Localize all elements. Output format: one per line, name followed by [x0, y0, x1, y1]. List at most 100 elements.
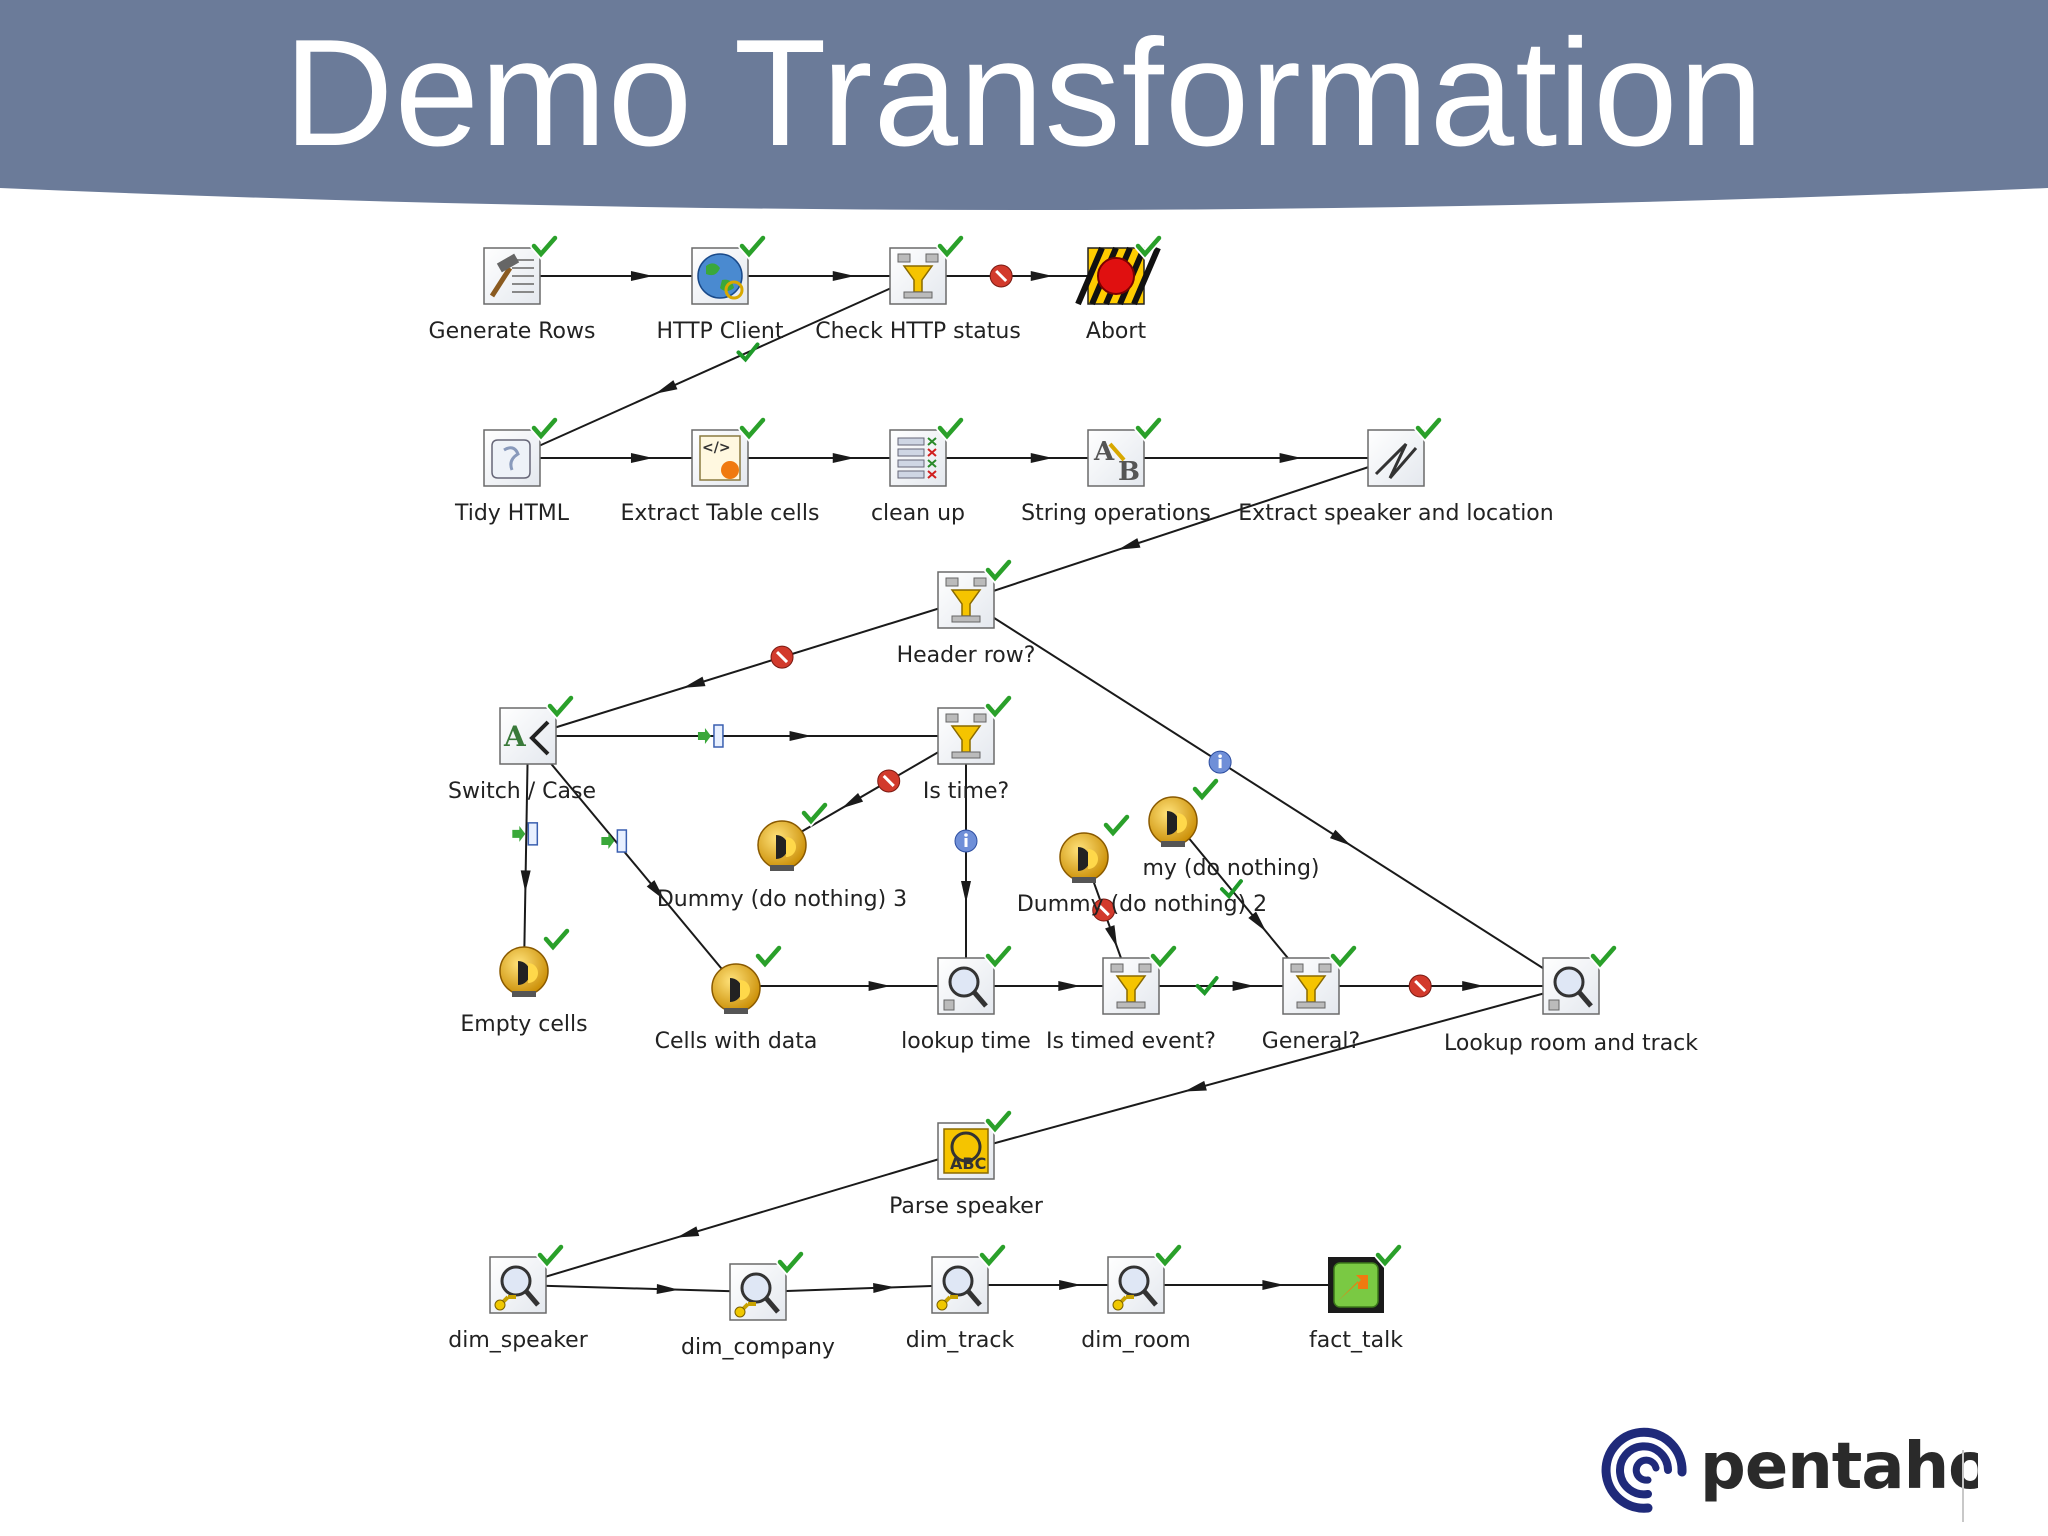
step-switch-case[interactable]: A Switch / Case	[448, 694, 596, 804]
status-ok-icon	[1374, 1243, 1403, 1270]
step-dummy-2[interactable]: Dummy (do nothing) 2	[1017, 813, 1267, 917]
dimension-lookup-icon	[489, 1256, 547, 1314]
status-ok-icon	[1589, 944, 1618, 971]
hop-string-operations-to-extract-speaker-location[interactable]	[1116, 453, 1396, 463]
step-label: dim_speaker	[448, 1328, 588, 1353]
hop-arrow	[873, 1283, 896, 1294]
hop-arrow	[630, 271, 653, 281]
hop-header-row-to-lookup-room-track[interactable]	[965, 599, 1572, 987]
hop-dim-company-to-dim-track[interactable]	[757, 1283, 961, 1294]
error-hop-icon	[770, 645, 794, 669]
step-extract-speaker-location[interactable]: Extract speaker and location	[1238, 416, 1554, 526]
hop-is-time-to-lookup-time[interactable]	[954, 736, 978, 986]
step-cells-with-data[interactable]: Cells with data	[655, 944, 818, 1054]
status-ok-icon	[1154, 1243, 1183, 1270]
pentaho-wordmark: pentaho	[1700, 1430, 1978, 1504]
step-fact-talk[interactable]: fact_talk	[1309, 1243, 1403, 1353]
hop-cells-with-data-to-lookup-time[interactable]	[736, 981, 966, 991]
hop-check-http-status-to-abort[interactable]	[918, 264, 1116, 288]
dummy-icon	[711, 963, 761, 1014]
step-label: Parse speaker	[889, 1194, 1044, 1219]
hop-generate-rows-to-http-client[interactable]	[512, 271, 720, 281]
hop-header-row-to-switch-case[interactable]	[527, 599, 967, 737]
hop-extract-speaker-location-to-header-row[interactable]	[965, 457, 1397, 601]
hop-arrow	[520, 870, 531, 893]
hop-arrow	[832, 271, 855, 281]
hop-line	[757, 1284, 961, 1293]
hop-arrow	[1118, 538, 1141, 550]
step-label: Is time?	[923, 779, 1009, 804]
status-ok-icon	[984, 1109, 1013, 1136]
hop-dim-room-to-fact-talk[interactable]	[1136, 1280, 1356, 1290]
hop-arrow	[682, 676, 706, 688]
step-lookup-time[interactable]: lookup time	[901, 944, 1031, 1054]
step-label: Generate Rows	[429, 319, 596, 344]
hop-line	[523, 735, 529, 970]
step-tidy-html[interactable]: Tidy HTML	[454, 416, 570, 526]
step-dim-company[interactable]: dim_company	[681, 1250, 835, 1360]
hop-lookup-room-track-to-parse-speaker[interactable]	[965, 985, 1572, 1152]
hop-extract-table-cells-to-clean-up[interactable]	[720, 453, 918, 463]
step-dim-track[interactable]: dim_track	[906, 1243, 1015, 1353]
hop-arrow	[1232, 981, 1255, 991]
steps-layer: Generate Rows HTTP Client Check HTTP statu…	[429, 234, 1698, 1360]
hop-check-http-status-to-tidy-html[interactable]	[511, 275, 919, 459]
step-label: Check HTTP status	[815, 319, 1021, 344]
pentaho-swirl-icon	[1601, 1427, 1687, 1513]
step-label: my (do nothing)	[1142, 856, 1319, 881]
step-label: Switch / Case	[448, 779, 596, 804]
step-label: HTTP Client	[657, 319, 784, 344]
hop-arrow	[961, 881, 971, 903]
xml-icon: </>	[691, 429, 749, 487]
hop-line	[965, 457, 1397, 601]
step-lookup-room-track[interactable]: Lookup room and track	[1444, 944, 1698, 1056]
step-check-http-status[interactable]: Check HTTP status	[815, 234, 1021, 344]
title-banner-shape	[0, 0, 2048, 210]
step-extract-table-cells[interactable]: </> Extract Table cells	[621, 416, 820, 526]
true-hop-icon	[736, 342, 760, 363]
dimension-lookup-icon	[1107, 1256, 1165, 1314]
step-empty-cells[interactable]: Empty cells	[460, 927, 588, 1037]
hop-switch-case-to-is-time[interactable]	[528, 724, 966, 748]
step-label: Abort	[1086, 319, 1147, 344]
svg-text:ABC: ABC	[950, 1154, 986, 1173]
status-ok-icon	[984, 944, 1013, 971]
hop-switch-case-to-cells-with-data[interactable]	[527, 735, 737, 987]
hop-http-client-to-check-http-status[interactable]	[720, 271, 918, 281]
step-label: fact_talk	[1309, 1328, 1403, 1353]
hop-line	[511, 275, 919, 459]
step-clean-up[interactable]: clean up	[871, 416, 965, 526]
step-dim-room[interactable]: dim_room	[1081, 1243, 1191, 1353]
step-label: Cells with data	[655, 1029, 818, 1054]
status-ok-icon	[530, 416, 559, 443]
step-abort[interactable]: Abort	[1075, 234, 1163, 344]
step-http-client[interactable]: HTTP Client	[657, 234, 784, 344]
hop-general-to-lookup-room-track[interactable]	[1311, 974, 1571, 998]
hop-arrow	[1184, 1080, 1207, 1092]
hop-is-timed-event-to-general[interactable]	[1131, 976, 1311, 996]
hop-dim-speaker-to-dim-company[interactable]	[517, 1284, 759, 1295]
step-is-timed-event[interactable]: Is timed event?	[1046, 944, 1216, 1054]
step-header-row[interactable]: Header row?	[897, 558, 1036, 668]
step-is-time[interactable]: Is time?	[923, 694, 1013, 804]
step-label: Extract Table cells	[621, 501, 820, 526]
hop-parse-speaker-to-dim-speaker[interactable]	[517, 1150, 967, 1286]
step-label: General?	[1262, 1029, 1360, 1054]
step-generate-rows[interactable]: Generate Rows	[429, 234, 596, 344]
hops-layer	[511, 264, 1572, 1295]
hop-clean-up-to-string-operations[interactable]	[918, 453, 1116, 463]
svg-text:A: A	[503, 720, 527, 753]
hop-dim-track-to-dim-room[interactable]	[960, 1280, 1136, 1290]
step-dummy-3[interactable]: Dummy (do nothing) 3	[657, 801, 907, 912]
step-general[interactable]: General?	[1262, 944, 1360, 1054]
hop-tidy-html-to-extract-table-cells[interactable]	[512, 453, 720, 463]
filter-icon	[1282, 957, 1340, 1015]
step-dummy-1[interactable]: my (do nothing)	[1142, 777, 1320, 881]
filter-icon	[937, 707, 995, 765]
step-dim-speaker[interactable]: dim_speaker	[448, 1243, 589, 1353]
status-ok-icon	[1102, 813, 1131, 840]
hop-switch-case-to-empty-cells[interactable]	[512, 735, 539, 970]
step-parse-speaker[interactable]: ABC Parse speaker	[889, 1109, 1044, 1219]
svg-text:B: B	[1118, 457, 1140, 487]
